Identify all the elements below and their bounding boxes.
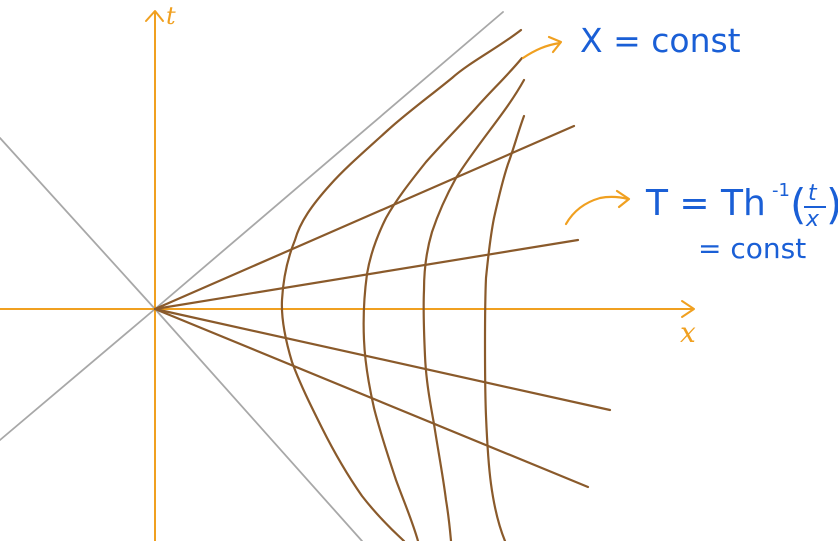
t-const-label-open-paren: ( — [790, 180, 806, 229]
light-cone-past-left — [0, 308, 156, 441]
t-const-arrowhead — [615, 189, 631, 209]
ray-1 — [153, 124, 576, 311]
x-const-arrowhead — [547, 35, 563, 54]
t-const-rays — [153, 124, 612, 489]
ray-3 — [153, 307, 612, 412]
hyperbola-1 — [280, 28, 523, 541]
hyperbola-4 — [483, 114, 526, 541]
annotation-arrows — [521, 35, 631, 226]
hyperbola-3 — [422, 78, 526, 541]
light-cone-future-right — [154, 11, 504, 310]
t-const-label-close-paren: ) — [826, 180, 838, 229]
t-const-arrow — [564, 195, 630, 226]
fraction-numerator: t — [808, 181, 818, 206]
t-axis-label: t — [166, 2, 176, 30]
light-cone-future-left — [0, 137, 156, 310]
light-cone-past-right — [154, 308, 363, 541]
x-axis-arrowhead — [681, 300, 695, 318]
t-const-label-exponent: -1 — [772, 180, 790, 201]
axes — [0, 10, 695, 541]
x-const-hyperbolae — [280, 28, 526, 541]
x-const-label: X = const — [580, 21, 741, 60]
fraction-denominator: x — [805, 207, 820, 232]
x-axis-label: x — [680, 316, 696, 349]
x-const-arrow — [521, 41, 562, 60]
t-axis-arrowhead — [145, 10, 164, 22]
t-const-label-prefix: T = Th — [645, 183, 766, 224]
t-const-label-line2: = const — [698, 232, 806, 265]
light-cone — [0, 11, 504, 541]
t-const-label: T = Th -1 ( t x ) = const — [645, 180, 838, 265]
hyperbola-2 — [362, 56, 524, 541]
